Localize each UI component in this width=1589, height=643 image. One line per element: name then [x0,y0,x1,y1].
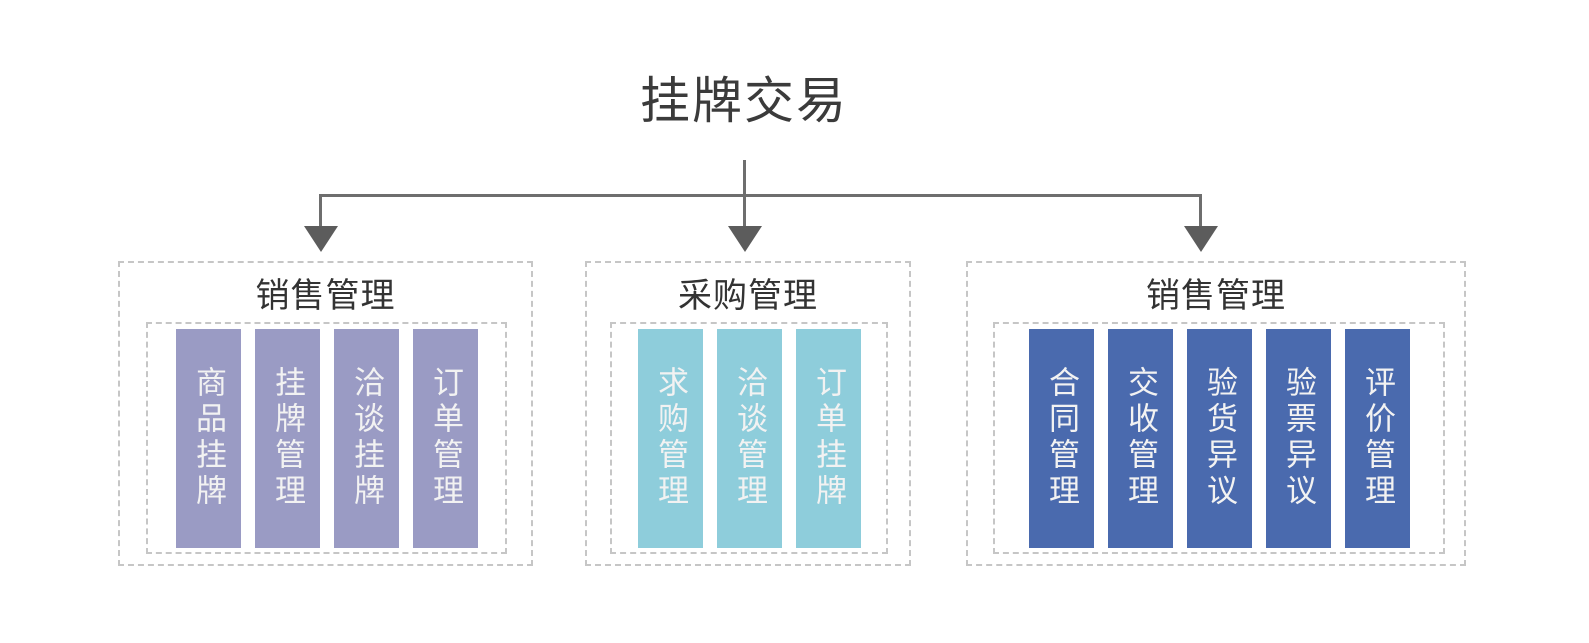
group-items-band-sales-management-2: 合同管理 交收管理 验货异议 验票异议 评价管理 [993,322,1445,554]
item-chip[interactable]: 合同管理 [1028,328,1094,548]
item-chip-label: 评价管理 [1359,366,1395,510]
item-chip[interactable]: 验票异议 [1265,328,1331,548]
item-chip[interactable]: 洽谈挂牌 [333,328,399,548]
item-chip-label: 挂牌管理 [269,366,305,510]
item-chip[interactable]: 验货异议 [1186,328,1252,548]
item-chip-label: 合同管理 [1043,366,1079,510]
item-chip-label: 商品挂牌 [190,366,226,510]
item-chip-label: 交收管理 [1122,366,1158,510]
arrow-head-right-icon [1184,226,1218,252]
group-items-band-sales-management-1: 商品挂牌 挂牌管理 洽谈挂牌 订单管理 [146,322,507,554]
connector-branch-left [319,194,322,230]
connector-branch-right [1199,194,1202,230]
item-chip[interactable]: 订单管理 [412,328,478,548]
arrow-head-left-icon [304,226,338,252]
arrow-head-center-icon [728,226,762,252]
group-sales-management-1[interactable]: 销售管理 商品挂牌 挂牌管理 洽谈挂牌 订单管理 [118,261,533,566]
item-chip[interactable]: 评价管理 [1344,328,1410,548]
connector-root-trunk [743,160,746,196]
item-chip-label: 求购管理 [652,366,688,510]
item-chip-label: 验票异议 [1280,366,1316,510]
group-purchase-management[interactable]: 采购管理 求购管理 洽谈管理 订单挂牌 [585,261,911,566]
group-sales-management-2[interactable]: 销售管理 合同管理 交收管理 验货异议 验票异议 评价管理 [966,261,1466,566]
item-chip-label: 洽谈挂牌 [348,366,384,510]
item-chip[interactable]: 订单挂牌 [795,328,861,548]
root-node-title: 挂牌交易 [640,72,848,130]
item-chip-label: 订单挂牌 [810,366,846,510]
connector-horizontal-bus [319,194,1202,197]
item-chip[interactable]: 商品挂牌 [175,328,241,548]
connector-branch-center [743,194,746,230]
group-title-sales-management-2: 销售管理 [1146,276,1286,316]
item-chip[interactable]: 交收管理 [1107,328,1173,548]
item-chip[interactable]: 求购管理 [637,328,703,548]
item-chip-label: 订单管理 [427,366,463,510]
item-chip-label: 洽谈管理 [731,366,767,510]
item-chip[interactable]: 洽谈管理 [716,328,782,548]
item-chip-label: 验货异议 [1201,366,1237,510]
group-title-purchase-management: 采购管理 [678,276,818,316]
group-items-band-purchase-management: 求购管理 洽谈管理 订单挂牌 [610,322,888,554]
group-title-sales-management-1: 销售管理 [255,276,396,316]
item-chip[interactable]: 挂牌管理 [254,328,320,548]
